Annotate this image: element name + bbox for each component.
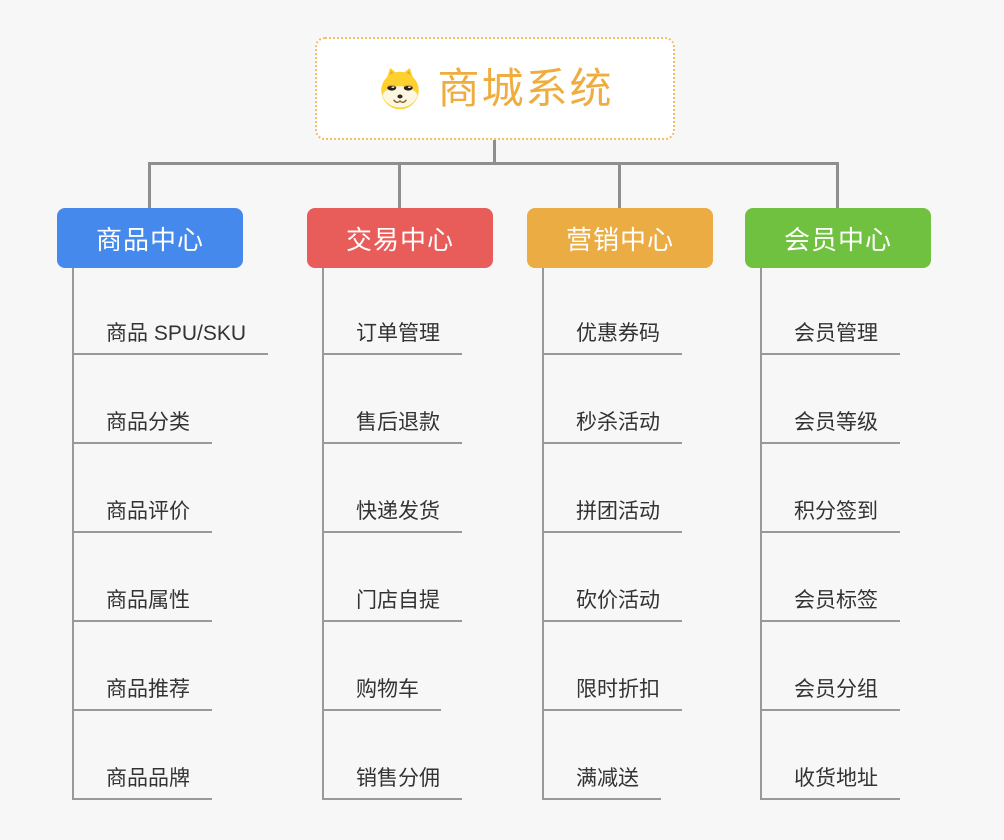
connector-drop-trade: [398, 162, 401, 208]
leaf-node[interactable]: 售后退款: [322, 409, 462, 444]
connector-horizontal-bar: [148, 162, 839, 165]
leaf-node[interactable]: 商品分类: [72, 409, 212, 444]
leaf-node[interactable]: 积分签到: [760, 498, 900, 533]
branch-spine-product: [72, 268, 74, 800]
doge-icon: [376, 65, 424, 113]
branch-spine-marketing: [542, 268, 544, 800]
leaf-node[interactable]: 收货地址: [760, 765, 900, 800]
connector-drop-member: [836, 162, 839, 208]
leaf-node[interactable]: 购物车: [322, 676, 441, 711]
leaf-node[interactable]: 销售分佣: [322, 765, 462, 800]
leaf-node[interactable]: 会员分组: [760, 676, 900, 711]
leaf-node[interactable]: 会员标签: [760, 587, 900, 622]
root-node[interactable]: 商城系统: [315, 37, 675, 140]
leaf-node[interactable]: 会员管理: [760, 320, 900, 355]
leaf-node[interactable]: 砍价活动: [542, 587, 682, 622]
leaf-node[interactable]: 商品属性: [72, 587, 212, 622]
leaf-node[interactable]: 快递发货: [322, 498, 462, 533]
branch-node-trade-center[interactable]: 交易中心: [307, 208, 493, 268]
leaf-node[interactable]: 拼团活动: [542, 498, 682, 533]
root-label: 商城系统: [437, 64, 614, 112]
leaf-node[interactable]: 秒杀活动: [542, 409, 682, 444]
branch-spine-member: [760, 268, 762, 800]
leaf-node[interactable]: 门店自提: [322, 587, 462, 622]
leaf-node[interactable]: 会员等级: [760, 409, 900, 444]
branch-spine-trade: [322, 268, 324, 800]
leaf-node[interactable]: 优惠券码: [542, 320, 682, 355]
leaf-node[interactable]: 商品 SPU/SKU: [72, 320, 269, 355]
connector-root-stem: [493, 140, 496, 164]
leaf-node[interactable]: 限时折扣: [542, 676, 682, 711]
leaf-node[interactable]: 满减送: [542, 765, 661, 800]
connector-drop-marketing: [618, 162, 621, 208]
connector-drop-product: [148, 162, 151, 208]
leaf-node[interactable]: 商品品牌: [72, 765, 212, 800]
branch-node-member-center[interactable]: 会员中心: [745, 208, 931, 268]
leaf-node[interactable]: 商品评价: [72, 498, 212, 533]
leaf-node[interactable]: 订单管理: [322, 320, 462, 355]
branch-node-marketing-center[interactable]: 营销中心: [527, 208, 713, 268]
branch-node-product-center[interactable]: 商品中心: [57, 208, 243, 268]
leaf-node[interactable]: 商品推荐: [72, 676, 212, 711]
